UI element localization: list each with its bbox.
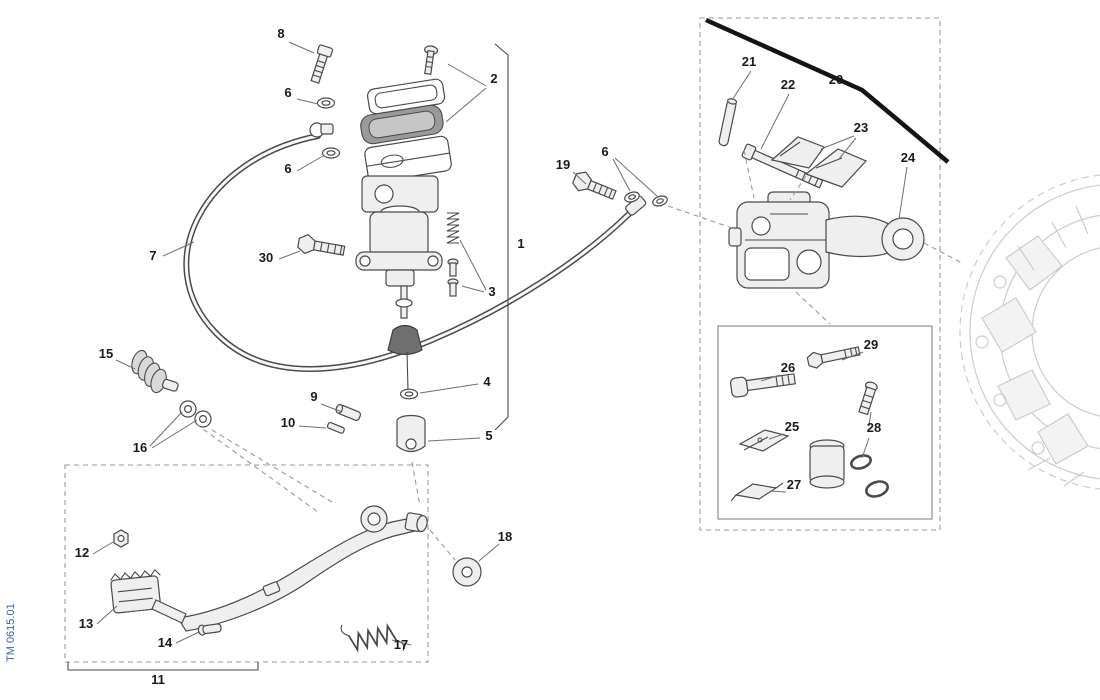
callout-6-3: 6 xyxy=(284,161,291,176)
callout-21-22: 21 xyxy=(742,54,756,69)
callout-6-2: 6 xyxy=(284,85,291,100)
washer-6-right-b xyxy=(652,195,668,207)
callout-20-24: 20 xyxy=(829,72,843,87)
master-cylinder-assembly xyxy=(297,44,460,453)
callout-25-29: 25 xyxy=(785,419,799,434)
callout-19-20: 19 xyxy=(556,157,570,172)
callout-1-6: 1 xyxy=(517,236,524,251)
pin-10 xyxy=(326,421,345,434)
pedal-arm xyxy=(177,516,420,632)
bolt-30 xyxy=(297,234,346,256)
cap-screw xyxy=(424,45,439,75)
carrier-arm-24 xyxy=(825,215,925,261)
reservoir-body xyxy=(364,135,452,183)
callout-12-14: 12 xyxy=(75,545,89,560)
clip-25 xyxy=(738,429,790,452)
callout-30-5: 30 xyxy=(259,250,273,265)
washer-6-right-a xyxy=(624,191,640,203)
spring-15 xyxy=(131,349,179,394)
callout-7-4: 7 xyxy=(149,248,156,263)
pad-spring-clips-23 xyxy=(770,136,868,188)
clevis-5 xyxy=(396,414,426,453)
dashed-construction-lines xyxy=(195,149,963,561)
caliper-body xyxy=(728,191,830,289)
callout-9-9: 9 xyxy=(310,389,317,404)
reservoir-diaphragm xyxy=(360,104,444,145)
callout-17-18: 17 xyxy=(394,637,408,652)
callout-27-31: 27 xyxy=(787,477,801,492)
clip-27 xyxy=(730,482,784,502)
pin-21 xyxy=(718,98,738,147)
spring-and-bleed-screws-3 xyxy=(446,212,460,297)
banjo-bolt-19 xyxy=(572,171,617,200)
pedal-assembly xyxy=(110,505,428,653)
nut-12 xyxy=(113,529,129,548)
callout-16-13: 16 xyxy=(133,440,147,455)
caliper-bracket-20 xyxy=(705,17,950,164)
assembly-bracket-1 xyxy=(494,43,509,431)
seal-kit-28 xyxy=(809,381,889,498)
callout-24-26: 24 xyxy=(901,150,916,165)
leader-lines xyxy=(92,41,908,646)
washer-18 xyxy=(452,557,482,587)
callout-15-8: 15 xyxy=(99,346,113,361)
pin-9 xyxy=(335,403,362,421)
spring-17 xyxy=(340,622,405,653)
callout-10-10: 10 xyxy=(281,415,295,430)
bolt-29 xyxy=(806,346,861,369)
callout-13-15: 13 xyxy=(79,616,93,631)
callout-28-30: 28 xyxy=(867,420,881,435)
caliper-zone-box xyxy=(699,17,941,531)
washers-16 xyxy=(179,400,212,428)
callout-18-19: 18 xyxy=(498,529,512,544)
caliper-assembly xyxy=(718,98,925,289)
callout-26-28: 26 xyxy=(781,360,795,375)
pedal-zone-box xyxy=(64,464,429,663)
callout-8-0: 8 xyxy=(277,26,284,41)
callout-22-23: 22 xyxy=(781,77,795,92)
bolt-8 xyxy=(310,44,334,84)
callout-5-12: 5 xyxy=(485,428,492,443)
pedal-bracket-11 xyxy=(67,662,259,671)
sprocket-ghost xyxy=(959,174,1100,490)
callout-29-27: 29 xyxy=(864,337,878,352)
callout-11-17: 11 xyxy=(151,672,165,687)
callout-23-25: 23 xyxy=(854,120,868,135)
pushrod-and-boot xyxy=(387,285,423,391)
callout-6-21: 6 xyxy=(601,144,608,159)
callout-4-11: 4 xyxy=(483,374,491,389)
washer-6-top xyxy=(316,97,336,109)
callout-14-16: 14 xyxy=(158,635,173,650)
pedal-tip-13 xyxy=(110,568,162,614)
pin-14 xyxy=(197,623,222,636)
washer-4 xyxy=(399,388,419,400)
callout-3-7: 3 xyxy=(488,284,495,299)
parts-kit-contents xyxy=(729,346,889,502)
callout-2-1: 2 xyxy=(490,71,497,86)
pin-26 xyxy=(729,373,796,398)
drawing-code: TM 0615.01 xyxy=(5,603,17,662)
washer-6-bottom xyxy=(321,147,341,159)
master-cylinder-body xyxy=(355,175,443,287)
